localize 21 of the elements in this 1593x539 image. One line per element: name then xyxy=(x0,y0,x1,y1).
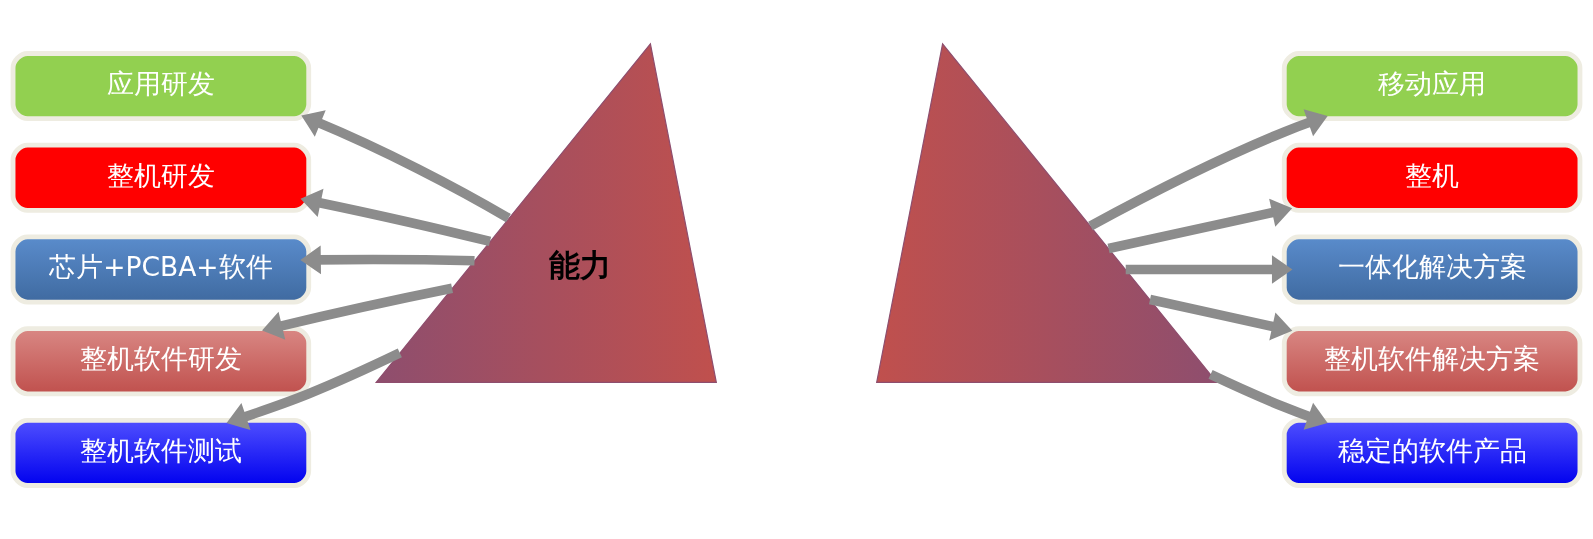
node-box: 芯片+PCBA+软件 xyxy=(10,234,312,305)
arrow xyxy=(300,245,475,275)
arrow xyxy=(301,110,511,223)
arrow xyxy=(1125,255,1293,284)
node-box: 整机软件解决方案 xyxy=(1281,326,1583,397)
arrow xyxy=(262,283,454,340)
node-box: 整机软件研发 xyxy=(10,326,312,397)
node-box: 一体化解决方案 xyxy=(1281,234,1583,305)
node-triangle xyxy=(875,42,1219,383)
arrow xyxy=(300,188,492,247)
node-box: 应用研发 xyxy=(10,51,312,122)
arrow xyxy=(1148,294,1293,341)
node-box: 整机软件测试 xyxy=(10,417,312,488)
node-box: 稳定的软件产品 xyxy=(1281,417,1583,488)
arrow xyxy=(1088,109,1328,231)
node-box: 整机研发 xyxy=(10,142,312,213)
arrow xyxy=(226,348,402,431)
arrow xyxy=(1107,198,1293,254)
node-box: 移动应用 xyxy=(1281,51,1583,122)
arrow xyxy=(1208,370,1328,430)
node-box: 整机 xyxy=(1281,142,1583,213)
